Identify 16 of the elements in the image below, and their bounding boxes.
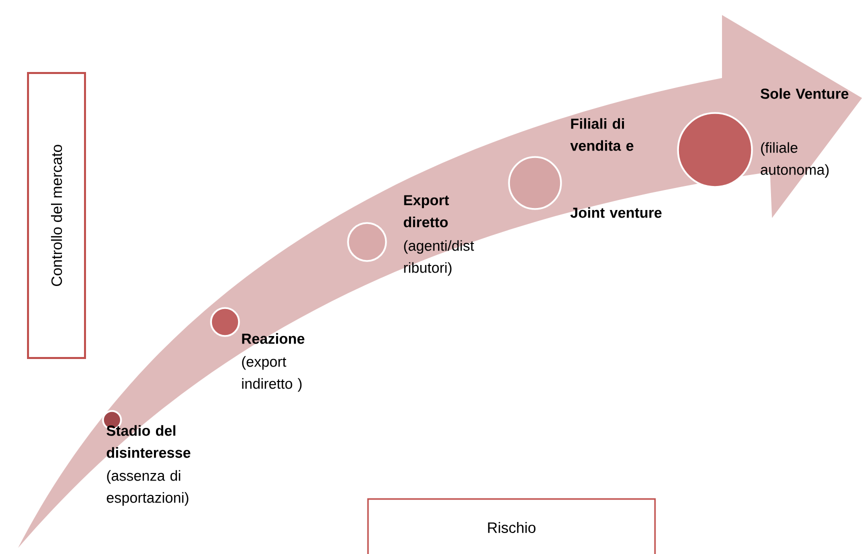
axis-label-box: Rischio bbox=[367, 498, 656, 554]
stage-label: (export indiretto ) bbox=[242, 356, 302, 392]
stage-label: Stadio del disinteresse bbox=[106, 425, 190, 458]
stage-label: (assenza di esportazioni) bbox=[106, 470, 188, 506]
stage-label: (filiale autonoma) bbox=[760, 142, 829, 178]
stage-label: Filiali di vendita e bbox=[570, 118, 634, 151]
stage-circle bbox=[677, 112, 753, 188]
stage-circle bbox=[347, 222, 387, 262]
stage-circle bbox=[508, 156, 562, 210]
stage-label: Sole Venture bbox=[760, 88, 848, 99]
stage-label: Export diretto bbox=[404, 195, 449, 228]
stage-circle bbox=[210, 307, 240, 337]
axis-label-box: Controllo del mercato bbox=[27, 72, 86, 359]
stage-label: (agenti/dist ributori) bbox=[404, 240, 474, 276]
stage-label: Reazione bbox=[242, 333, 304, 344]
stage-label: Joint venture bbox=[570, 207, 662, 218]
